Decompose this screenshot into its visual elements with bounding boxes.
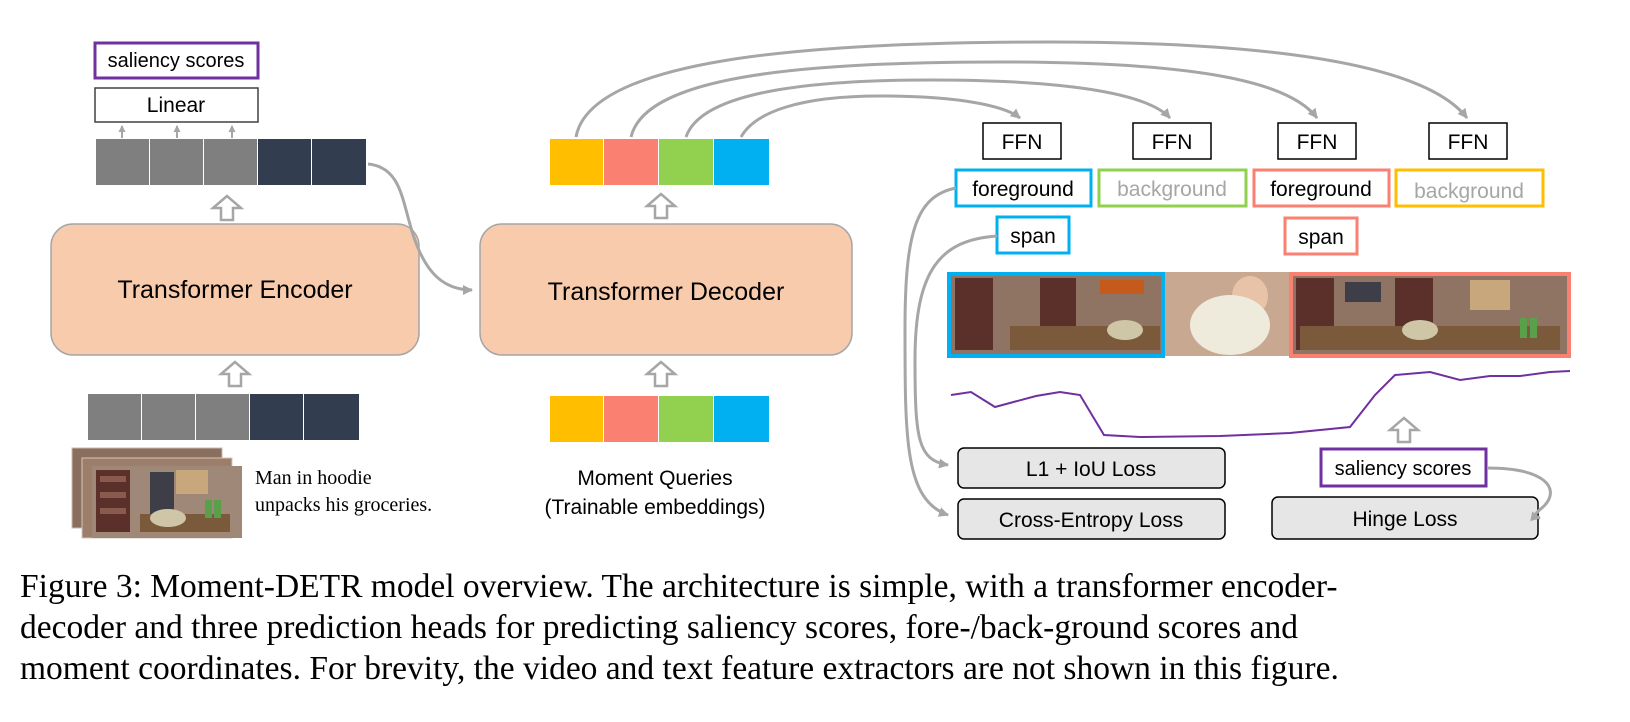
class-box-foreground-blue: [954, 168, 1093, 208]
encoder-linear-box: [94, 87, 259, 123]
class-label-2: background: [1117, 178, 1227, 201]
head-to-loss-arrows: [903, 186, 998, 517]
model-diagram: saliency scores Linear Transformer Encod…: [50, 40, 1571, 540]
ffn-label-4: FFN: [1448, 131, 1489, 154]
output-query-blue: [714, 139, 769, 185]
output-query-green: [659, 139, 713, 185]
saliency-curve: [950, 370, 1571, 439]
video-frame-strip: [947, 272, 1571, 358]
caption-line-3: moment coordinates. For brevity, the vid…: [20, 650, 1339, 687]
caption-line-1: Figure 3: Moment-DETR model overview. Th…: [20, 568, 1338, 605]
encoder-output-tokens: [96, 139, 366, 185]
linear-input-arrows: [118, 125, 236, 138]
span-label-2: span: [1298, 226, 1344, 249]
class-box-background-green: [1097, 168, 1248, 208]
input-query-salmon: [604, 396, 658, 442]
l1-iou-loss-label: L1 + IoU Loss: [1026, 458, 1156, 481]
figure-caption: Figure 3: Moment-DETR model overview. Th…: [20, 566, 1620, 689]
input-query-blue: [714, 396, 769, 442]
head-saliency-box: [1319, 447, 1488, 488]
transformer-decoder-block: [479, 223, 853, 356]
decoder-input-arrow: [643, 360, 679, 388]
moment-queries-label-line1: Moment Queries: [577, 467, 732, 490]
ffn-label-2: FFN: [1152, 131, 1193, 154]
head-saliency-label: saliency scores: [1335, 458, 1472, 480]
class-predictions: foreground background foreground backgro…: [954, 168, 1545, 208]
input-query-green: [659, 396, 713, 442]
encoder-input-tokens: [88, 394, 359, 440]
encoder-saliency-label: saliency scores: [108, 50, 245, 72]
encoder-to-decoder-arrow: [367, 162, 473, 295]
ffn-box-2: [1132, 122, 1212, 160]
span-predictions: span span: [995, 215, 1359, 256]
ffn-box-1: [982, 122, 1062, 160]
l1-iou-loss-box: [957, 447, 1226, 489]
class-box-background-yellow: [1394, 168, 1545, 208]
hinge-loss-label: Hinge Loss: [1352, 508, 1457, 531]
class-label-1: foreground: [972, 178, 1074, 201]
output-query-salmon: [604, 139, 658, 185]
loss-boxes: L1 + IoU Loss Cross-Entropy Loss Hinge L…: [957, 447, 1539, 540]
class-label-3: foreground: [1270, 178, 1372, 201]
encoder-linear-label: Linear: [147, 94, 205, 117]
cross-entropy-loss-box: [957, 498, 1226, 540]
ffn-heads: FFN FFN FFN FFN: [982, 122, 1508, 160]
transformer-encoder-block: [50, 223, 420, 356]
ffn-label-3: FFN: [1297, 131, 1338, 154]
encoder-saliency-box: [93, 41, 260, 80]
video-query-text-line1: Man in hoodie: [255, 467, 372, 489]
ffn-label-1: FFN: [1002, 131, 1043, 154]
span-box-blue: [995, 215, 1071, 255]
decoder-output-queries: [550, 139, 769, 185]
caption-line-2: decoder and three prediction heads for p…: [20, 609, 1299, 646]
foreground-span-highlight-blue: [947, 272, 1165, 358]
video-frames-thumbnail: [71, 447, 242, 539]
span-label-1: span: [1010, 225, 1056, 248]
class-box-foreground-salmon: [1252, 168, 1391, 208]
transformer-encoder-label: Transformer Encoder: [117, 276, 352, 304]
moment-queries-label-line2: (Trainable embeddings): [544, 496, 765, 519]
transformer-decoder-label: Transformer Decoder: [548, 278, 785, 306]
foreground-span-highlight-salmon: [1289, 272, 1571, 358]
encoder-up-arrow: [209, 194, 245, 222]
video-query-text-line2: unpacks his groceries.: [255, 494, 432, 516]
output-query-yellow: [550, 139, 603, 185]
encoder-input-arrow: [217, 360, 253, 388]
input-query-yellow: [550, 396, 603, 442]
moment-query-tokens: [550, 396, 769, 442]
saliency-to-hinge-arrow: [1486, 466, 1552, 522]
cross-entropy-loss-label: Cross-Entropy Loss: [999, 509, 1183, 532]
decoder-up-arrow: [643, 192, 679, 220]
ffn-box-4: [1428, 122, 1508, 160]
class-label-4: background: [1414, 180, 1524, 203]
ffn-box-3: [1277, 122, 1357, 160]
query-to-ffn-arcs: [574, 40, 1469, 138]
saliency-up-arrow: [1386, 416, 1422, 444]
span-box-salmon: [1283, 216, 1359, 256]
